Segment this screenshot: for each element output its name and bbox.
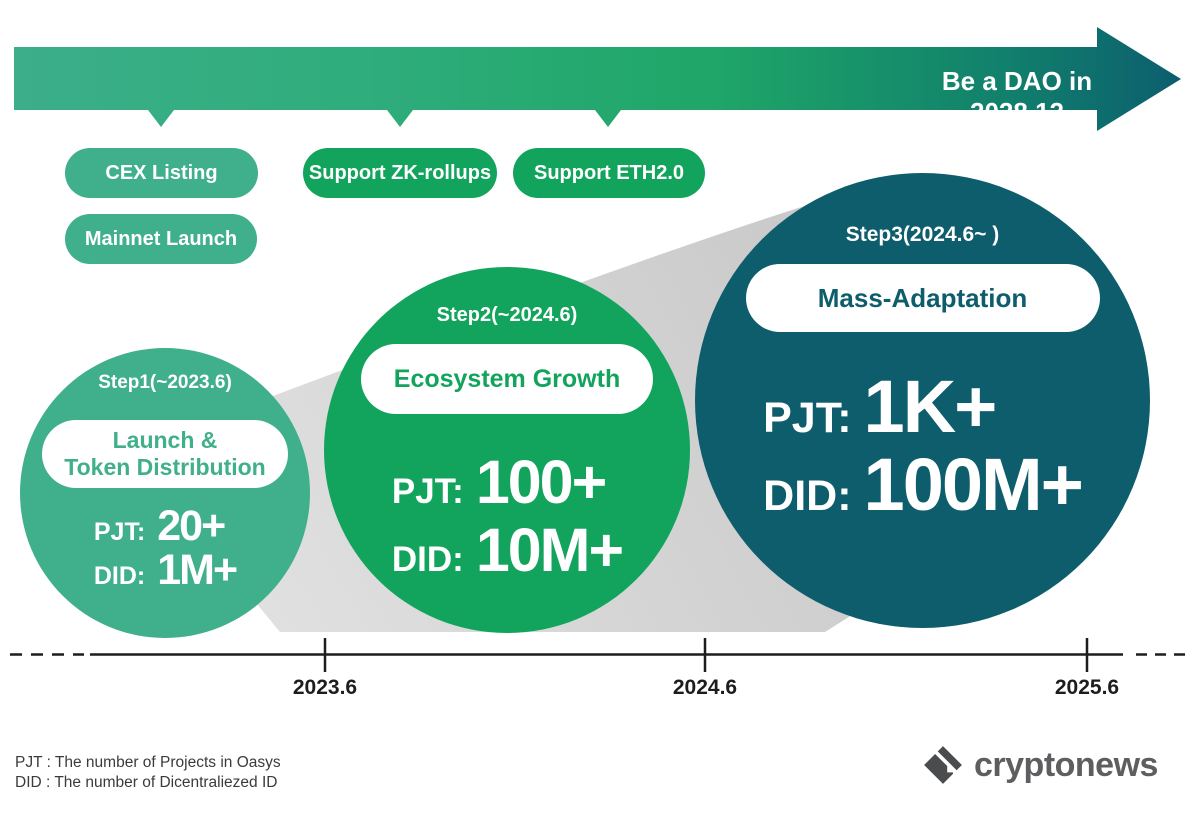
legend-did: DID : The number of Dicentraliezed ID	[15, 774, 278, 791]
legend: PJT : The number of Projects in Oasys DI…	[15, 753, 281, 793]
roadmap-arrow-shape	[14, 27, 1181, 131]
milestone-pill-zk-rollups: Support ZK-rollups	[303, 148, 497, 198]
timeline-label-2023-6: 2023.6	[292, 676, 358, 699]
pjt-label: PJT:	[763, 394, 852, 442]
step3-title-pill: Mass-Adaptation	[745, 264, 1100, 332]
cryptonews-logo: cryptonews	[922, 744, 1158, 786]
step2-label: Step2(~2024.6)	[436, 304, 578, 326]
did-value: 10M+	[475, 516, 624, 584]
timeline-label-2025-6: 2025.6	[1054, 676, 1120, 699]
legend-pjt: PJT : The number of Projects in Oasys	[15, 754, 281, 771]
pjt-value: 100+	[475, 448, 607, 516]
step2-title-pill: Ecosystem Growth	[361, 344, 653, 414]
timeline-label-2024-6: 2024.6	[672, 676, 738, 699]
step2-circle: Step2(~2024.6) Ecosystem Growth PJT: 100…	[324, 267, 690, 633]
milestone-pill-eth2: Support ETH2.0	[513, 148, 705, 198]
pjt-label: PJT:	[93, 518, 146, 546]
did-value: 100M+	[863, 443, 1084, 526]
step2-stats: PJT: 100+ DID: 10M+	[391, 448, 624, 584]
step1-label: Step1(~2023.6)	[98, 372, 232, 393]
cryptonews-wordmark: cryptonews	[974, 745, 1158, 784]
did-value: 1M+	[157, 546, 238, 594]
step1-circle: Step1(~2023.6) Launch & Token Distributi…	[20, 348, 310, 638]
milestone-pill-cex-listing: CEX Listing	[65, 148, 258, 198]
pjt-value: 20+	[157, 502, 226, 550]
step1-title-line2: Token Distribution	[64, 454, 266, 480]
did-label: DID:	[763, 472, 852, 520]
pjt-label: PJT:	[391, 472, 464, 511]
step1-title-pill: Launch & Token Distribution	[42, 420, 288, 488]
milestone-label: CEX Listing	[105, 161, 218, 184]
arrow-goal-label: Be a DAO in 2028.12	[941, 66, 1093, 127]
milestone-label: Support ZK-rollups	[308, 161, 492, 184]
step3-stats: PJT: 1K+ DID: 100M+	[763, 365, 1084, 526]
milestone-label: Mainnet Launch	[84, 227, 238, 250]
cryptonews-mark-icon	[924, 746, 962, 784]
did-label: DID:	[391, 540, 464, 579]
step1-stats: PJT: 20+ DID: 1M+	[93, 502, 238, 594]
did-label: DID:	[93, 562, 146, 590]
step2-title-line1: Ecosystem Growth	[393, 364, 621, 393]
step3-title-line1: Mass-Adaptation	[817, 282, 1028, 313]
step3-circle: Step3(2024.6~ ) Mass-Adaptation PJT: 1K+…	[695, 173, 1150, 628]
step3-label: Step3(2024.6~ )	[845, 223, 1000, 246]
milestone-pill-mainnet-launch: Mainnet Launch	[65, 214, 257, 264]
pjt-value: 1K+	[863, 365, 998, 448]
milestone-label: Support ETH2.0	[533, 161, 684, 184]
step1-title-line1: Launch &	[112, 427, 218, 453]
